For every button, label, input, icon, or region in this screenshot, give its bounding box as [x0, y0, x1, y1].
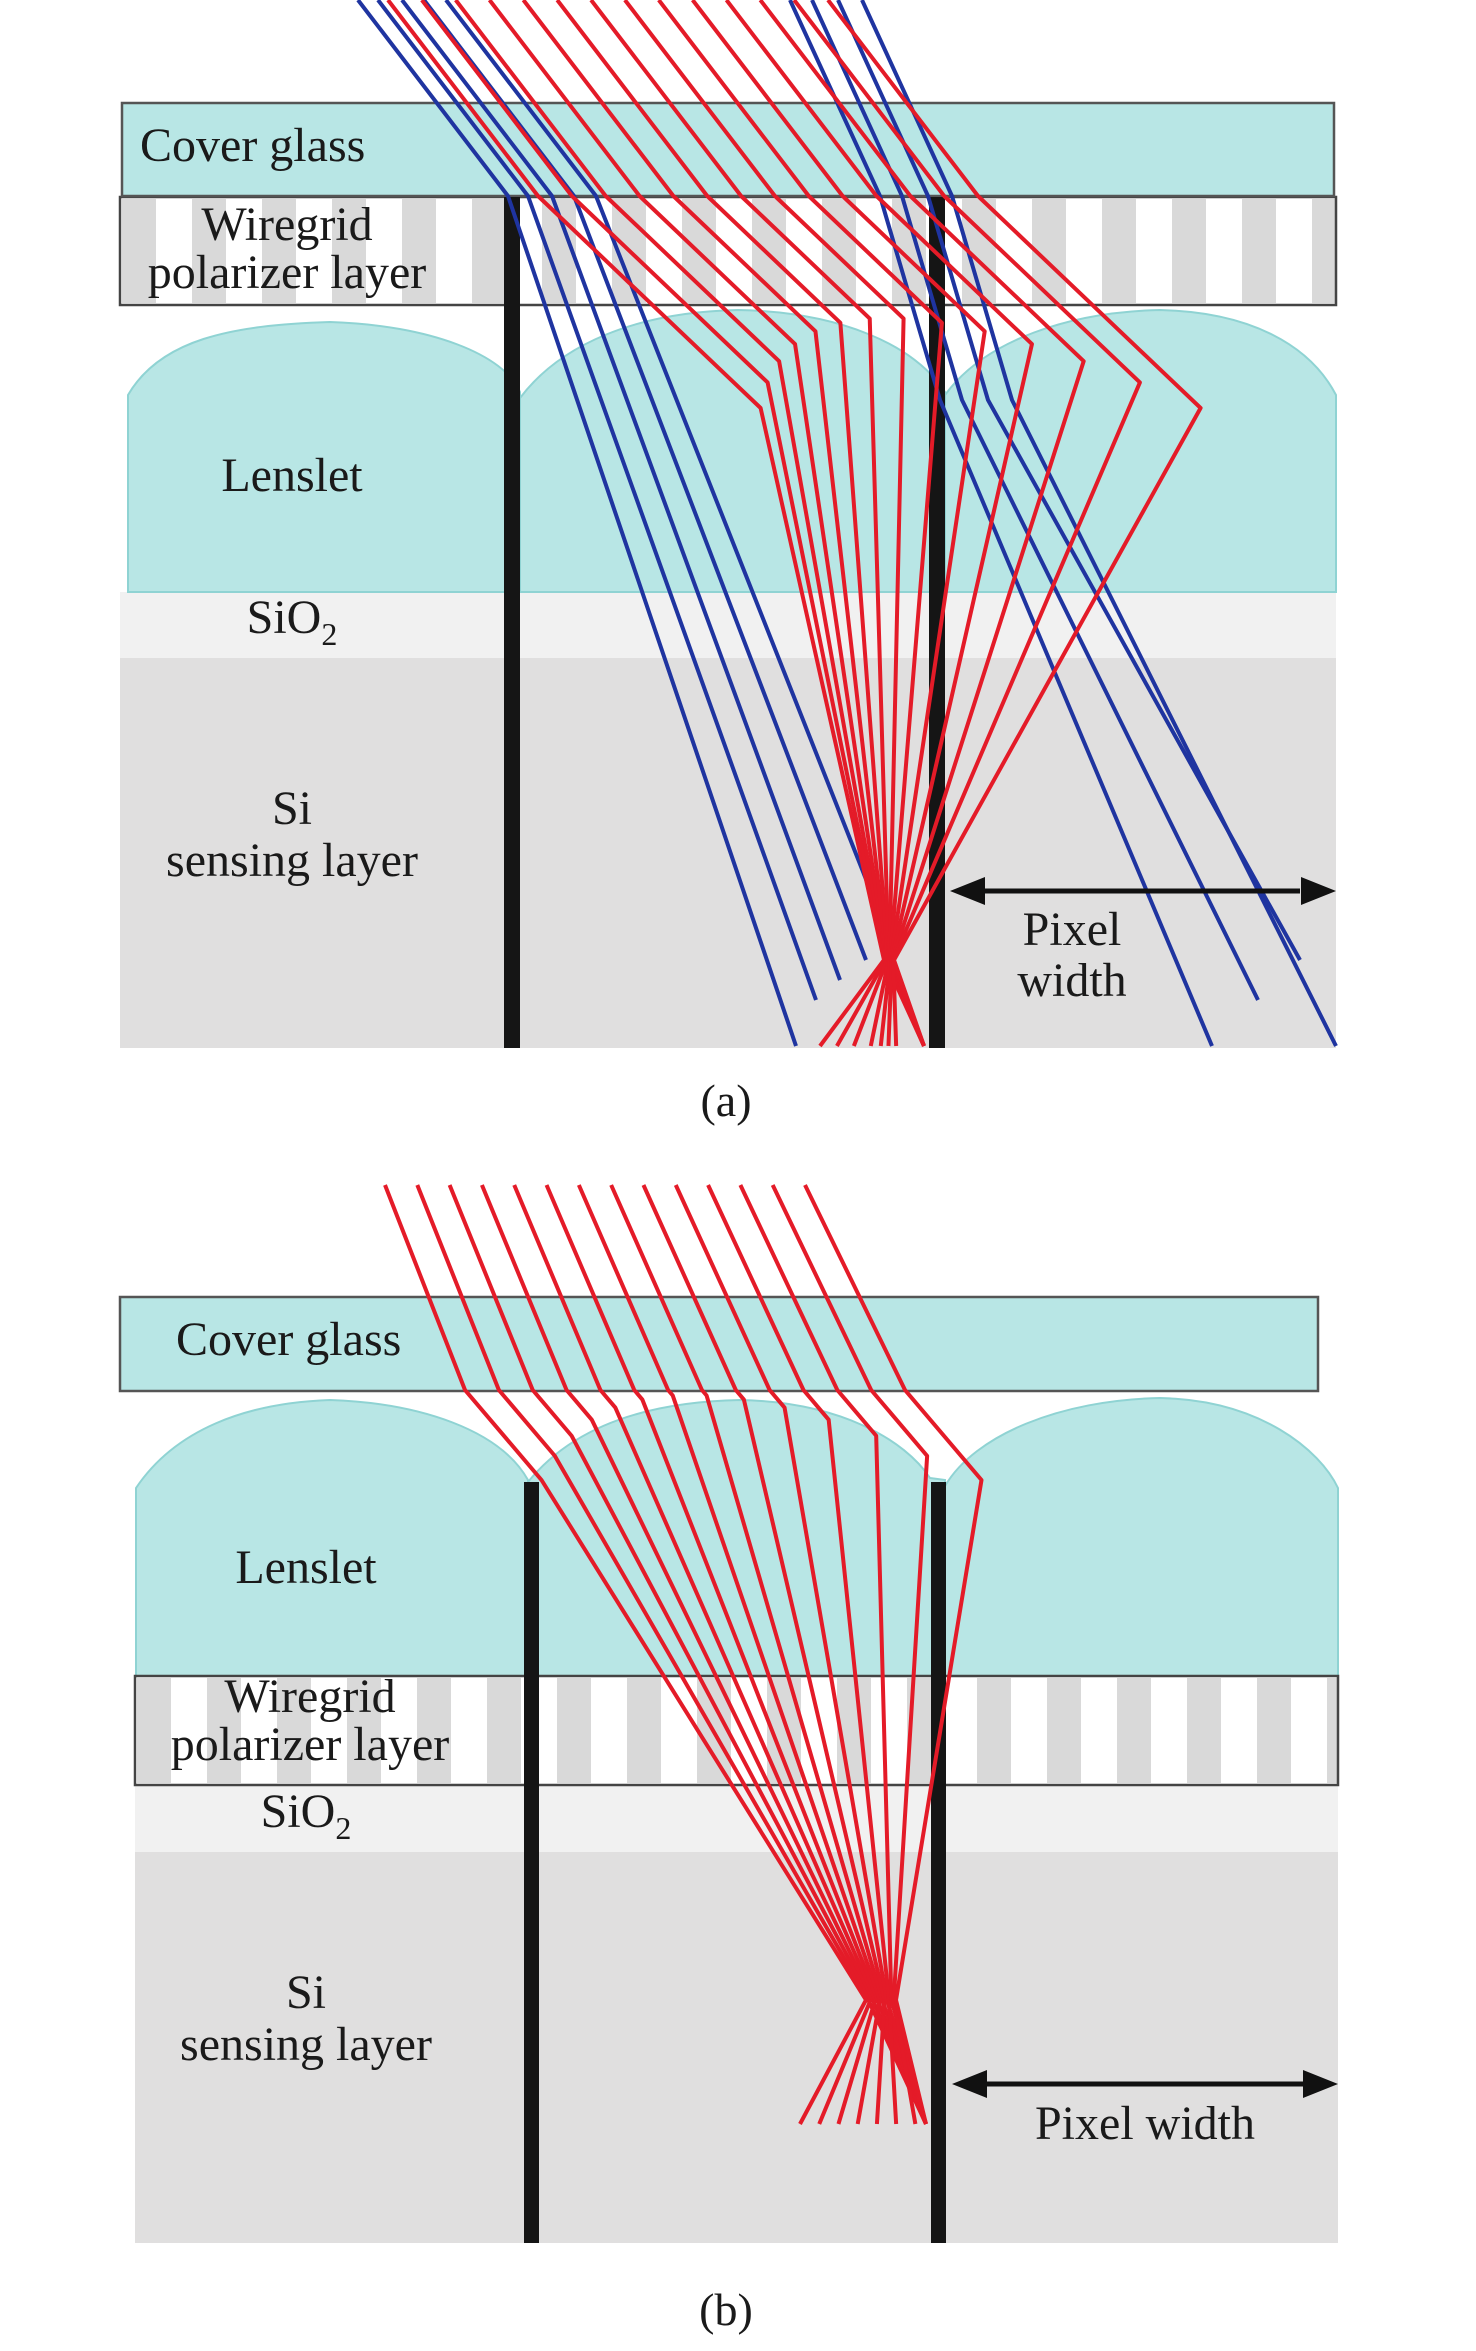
- lenslet-left: [127, 320, 521, 593]
- wire-stripe: [137, 1678, 171, 1783]
- red-ray: [657, 0, 944, 1047]
- blue-ray: [356, 0, 798, 1047]
- pixel-width-label: Pixel width: [1035, 2097, 1255, 2150]
- wire-stripe: [332, 199, 366, 303]
- wire-stripe: [1102, 199, 1136, 303]
- rays-red: [383, 1184, 984, 2125]
- wire-stripe: [487, 1678, 521, 1783]
- lenslet-right: [944, 1396, 1339, 1677]
- blue-ray: [810, 0, 1260, 1001]
- wire-stripe: [1242, 199, 1276, 303]
- red-ray: [415, 1184, 928, 2125]
- red-ray: [454, 0, 888, 1047]
- panel-a: Cover glass Wiregrid polarizer layer Len…: [118, 0, 1338, 1126]
- red-ray: [609, 1184, 928, 2125]
- wire-stripe: [277, 1678, 311, 1783]
- lenslet-left: [135, 1398, 529, 1677]
- wire-stripe: [1327, 1678, 1338, 1783]
- red-ray: [383, 1184, 868, 2125]
- lenslet-label: Lenslet: [235, 1541, 377, 1594]
- wiregrid-layer-border: [133, 1674, 1340, 1787]
- red-ray: [803, 1184, 984, 2125]
- pixel-width-label-line2: width: [1017, 954, 1126, 1007]
- si-label-line1: Si: [286, 1966, 326, 2019]
- red-ray: [724, 0, 1034, 1047]
- red-ray: [826, 0, 1203, 1047]
- pixel-width-arrow: [950, 877, 1336, 905]
- red-ray: [386, 0, 886, 1048]
- wire-stripe: [262, 199, 296, 303]
- cover-glass-label: Cover glass: [176, 1313, 401, 1366]
- sio2-label: SiO2: [247, 591, 338, 652]
- pixel-separator-left: [524, 1482, 539, 2243]
- wire-stripe: [347, 1678, 381, 1783]
- blue-ray: [400, 0, 842, 981]
- wire-stripe: [1172, 199, 1206, 303]
- wire-stripe: [122, 199, 156, 303]
- wire-stripe: [472, 199, 506, 303]
- blue-ray: [376, 0, 818, 1001]
- wire-stripe: [192, 199, 226, 303]
- wire-stripe: [1047, 1678, 1081, 1783]
- panel-b: Cover glass Lenslet Wiregrid polarizer l…: [118, 1184, 1340, 2335]
- pixel-width-arrow: [952, 2070, 1338, 2098]
- wire-stripe: [1312, 199, 1336, 303]
- red-ray: [589, 0, 891, 1047]
- si-sensing-layer: [135, 1852, 1338, 2243]
- red-ray: [577, 1184, 882, 2125]
- wire-stripe: [1257, 1678, 1291, 1783]
- si-label-line2: sensing layer: [166, 834, 418, 887]
- wire-stripe: [207, 1678, 241, 1783]
- lenslet-center: [527, 1398, 946, 1677]
- caption-a: (a): [700, 1075, 751, 1126]
- lenslet-label: Lenslet: [221, 449, 363, 502]
- wire-stripe: [1187, 1678, 1221, 1783]
- wiregrid-label-line1: Wiregrid: [224, 1670, 395, 1723]
- red-ray: [770, 1184, 930, 2125]
- wire-stripe: [402, 199, 436, 303]
- caption-b: (b): [699, 2284, 753, 2335]
- pixel-separator-right: [931, 1482, 946, 2243]
- si-label-line1: Si: [272, 782, 312, 835]
- red-ray: [447, 1184, 873, 2125]
- blue-ray: [444, 0, 892, 941]
- wire-stripe: [417, 1678, 451, 1783]
- si-sensing-layer: [120, 658, 1336, 1048]
- lenslet-right: [944, 308, 1337, 593]
- red-ray: [641, 1184, 887, 2125]
- blue-ray: [836, 0, 1302, 961]
- red-ray: [792, 0, 1142, 1047]
- wire-stripe: [627, 1678, 661, 1783]
- wiregrid-label-line1: Wiregrid: [201, 198, 372, 251]
- pixel-width-label-line1: Pixel: [1023, 903, 1122, 956]
- wire-stripe: [977, 1678, 1011, 1783]
- cover-glass: [118, 1295, 1320, 1393]
- si-label-line2: sensing layer: [180, 2018, 432, 2071]
- cover-glass-label: Cover glass: [140, 119, 365, 172]
- red-ray: [544, 1184, 928, 2125]
- pixel-separator-left: [504, 197, 520, 1048]
- sio2-label: SiO2: [261, 1785, 352, 1846]
- red-ray: [521, 0, 890, 1047]
- wiregrid-label-line2: polarizer layer: [171, 1718, 450, 1771]
- wiregrid-label-line2: polarizer layer: [148, 246, 427, 299]
- red-ray: [706, 1184, 899, 2125]
- red-ray: [512, 1184, 878, 2125]
- rays-red: [386, 0, 1203, 1048]
- wire-stripe: [1117, 1678, 1151, 1783]
- wire-stripe: [557, 1678, 591, 1783]
